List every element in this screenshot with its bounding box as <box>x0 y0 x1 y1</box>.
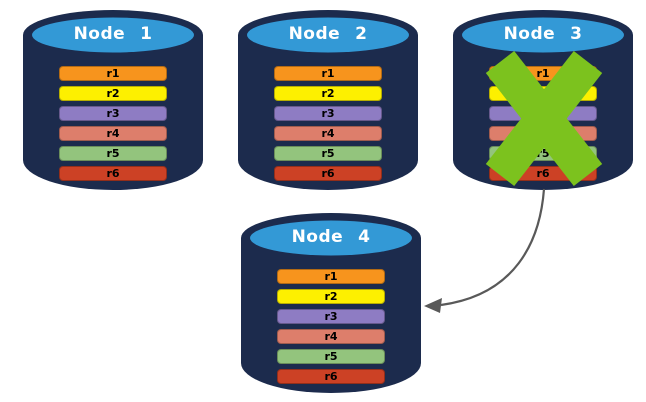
arrow-curve <box>440 188 546 307</box>
replica-row-r1: r1 <box>59 66 167 81</box>
replica-row-r3: r3 <box>59 106 167 121</box>
x-stroke <box>485 50 603 187</box>
cylinder-top-ellipse <box>250 220 412 256</box>
arrow-head-icon <box>424 298 442 313</box>
replica-row-r2: r2 <box>277 289 385 304</box>
replica-row-r4: r4 <box>277 329 385 344</box>
replica-rows: r1 r2 r3 r4 r5 r6 <box>277 269 385 384</box>
cylinder-top-ellipse <box>32 17 194 53</box>
node-title: Node 3 <box>503 24 583 44</box>
node-1: Node 1 r1 r2 r3 r4 r5 r6 <box>22 9 204 191</box>
node-4: Node 4 r1 r2 r3 r4 r5 r6 <box>240 212 422 394</box>
replica-row-r6: r6 <box>277 369 385 384</box>
cylinder-top-ellipse <box>462 17 624 53</box>
x-mark-icon <box>485 50 603 187</box>
replica-rows: r1 r2 r3 r4 r5 r6 <box>274 66 382 181</box>
replica-row-r1: r1 <box>274 66 382 81</box>
replica-row-r1: r1 <box>277 269 385 284</box>
node-2: Node 2 r1 r2 r3 r4 r5 r6 <box>237 9 419 191</box>
replica-row-r2: r2 <box>274 86 382 101</box>
replica-row-r5: r5 <box>59 146 167 161</box>
replica-row-r3: r3 <box>274 106 382 121</box>
replica-row-r6: r6 <box>59 166 167 181</box>
replica-row-r4: r4 <box>59 126 167 141</box>
node-title: Node 1 <box>73 24 153 44</box>
replica-row-r6: r6 <box>274 166 382 181</box>
replica-row-r3: r3 <box>277 309 385 324</box>
cylinder-top-ellipse <box>247 17 409 53</box>
node-title: Node 4 <box>291 227 371 247</box>
replica-rows: r1 r2 r3 r4 r5 r6 <box>59 66 167 181</box>
replica-row-r2: r2 <box>59 86 167 101</box>
replica-row-r5: r5 <box>277 349 385 364</box>
node-title: Node 2 <box>288 24 368 44</box>
replica-row-r5: r5 <box>274 146 382 161</box>
replica-row-r4: r4 <box>274 126 382 141</box>
